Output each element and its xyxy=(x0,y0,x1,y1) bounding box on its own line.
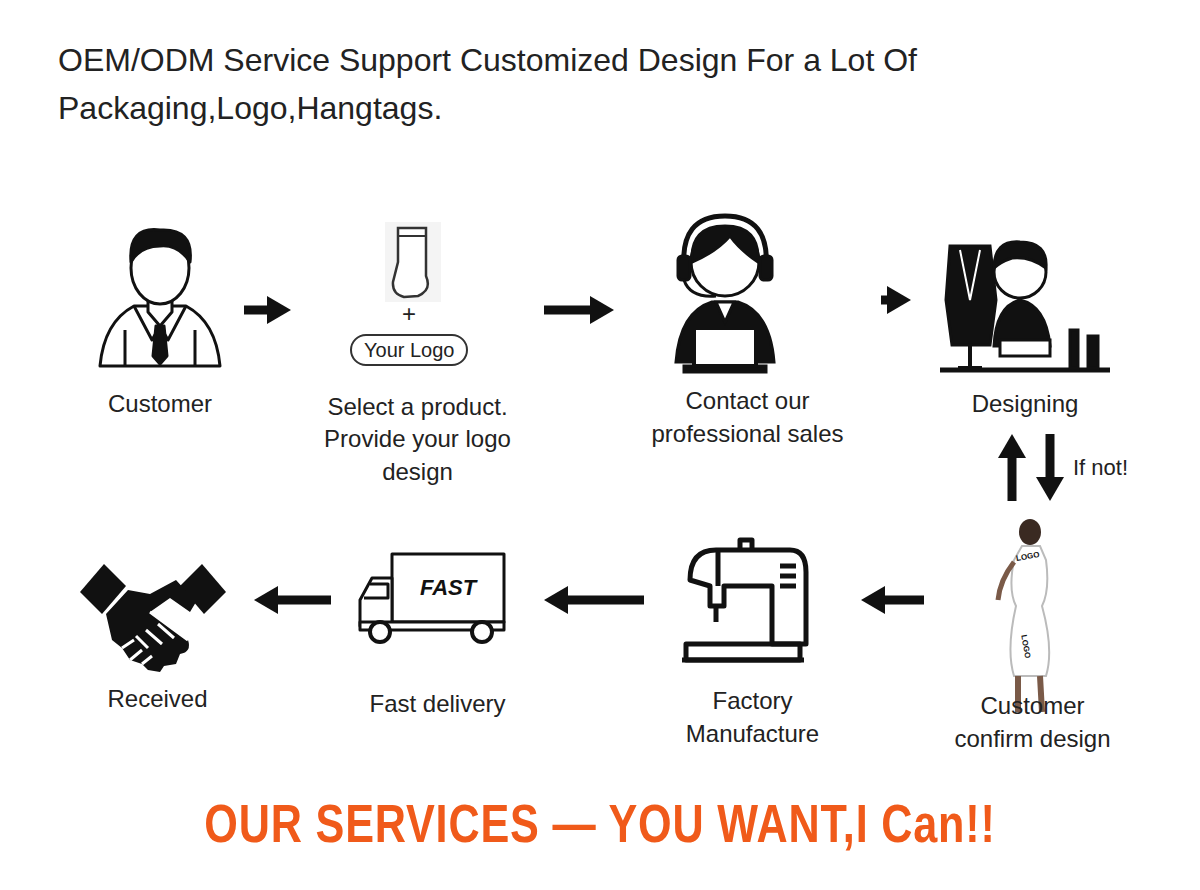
sewing-machine-icon xyxy=(740,540,752,550)
arrow-head xyxy=(1036,477,1064,501)
sock-icon xyxy=(385,222,441,302)
flow-arrow xyxy=(998,434,1026,501)
arrow-head xyxy=(267,296,291,324)
step-label: Received xyxy=(107,683,207,715)
step-label: Designing xyxy=(972,388,1079,420)
designer-icon xyxy=(946,246,996,345)
process-step: Received xyxy=(75,555,240,715)
sales-icon xyxy=(760,256,772,280)
customer-icon xyxy=(125,330,195,366)
flow-arrow xyxy=(544,296,614,324)
sewing-machine-icon xyxy=(716,550,718,622)
arrow-shaft xyxy=(1046,434,1055,481)
step-label: Factory Manufacture xyxy=(658,685,847,750)
designer-icon xyxy=(1088,336,1098,368)
truck-icon xyxy=(360,578,392,626)
edge-label: If not! xyxy=(1070,455,1131,481)
arrow-head xyxy=(254,586,278,614)
text-label: FAST xyxy=(420,575,476,601)
sales-icon xyxy=(676,216,774,372)
handshake-icon xyxy=(106,580,196,672)
flow-arrow xyxy=(544,586,644,614)
process-step: Customer xyxy=(90,225,230,420)
flow-arrow xyxy=(244,296,291,324)
arrow-shaft xyxy=(244,306,271,315)
sales-icon xyxy=(694,328,756,366)
customer-icon xyxy=(153,326,167,364)
customer-icon xyxy=(131,230,191,262)
designer-icon xyxy=(960,250,980,300)
caption: OUR SERVICES — YOU WANT,I Can!! xyxy=(120,792,1080,854)
flow-arrow xyxy=(861,586,924,614)
text-label: + xyxy=(402,300,416,328)
sales-icon xyxy=(716,302,734,322)
handshake-icon xyxy=(122,640,152,664)
dress-figure xyxy=(998,562,1014,600)
arrow-head xyxy=(544,586,568,614)
process-step: Fast delivery xyxy=(345,545,530,720)
truck-icon xyxy=(472,622,492,642)
arrow-head xyxy=(998,434,1026,458)
arrow-shaft xyxy=(274,596,331,605)
customer-icon xyxy=(100,230,220,366)
sales-icon xyxy=(678,256,690,280)
process-step: Contact our professional sales xyxy=(628,215,867,450)
designer-icon xyxy=(1070,330,1078,368)
step-label: Fast delivery xyxy=(369,688,505,720)
step-label: Contact our professional sales xyxy=(628,385,867,450)
arrow-head xyxy=(887,286,911,314)
handshake-icon xyxy=(136,612,188,648)
step-label: Customer xyxy=(108,388,212,420)
truck-icon xyxy=(392,554,504,622)
arrow-head xyxy=(861,586,885,614)
flow-arrow xyxy=(254,586,331,614)
designer-icon xyxy=(940,242,1110,370)
sales-icon xyxy=(684,366,766,372)
step-label: Customer confirm design xyxy=(938,690,1127,755)
designer-icon xyxy=(940,368,1110,373)
arrow-shaft xyxy=(544,306,594,315)
sewing-machine-icon xyxy=(682,540,806,660)
title: OEM/ODM Service Support Customized Desig… xyxy=(58,36,1068,132)
designer-icon xyxy=(1000,340,1050,356)
truck-icon xyxy=(360,554,504,642)
arrow-head xyxy=(590,296,614,324)
arrow-shaft xyxy=(881,596,924,605)
step-label: Your Logo xyxy=(364,337,454,363)
truck-icon xyxy=(370,622,390,642)
sales-icon xyxy=(684,216,767,268)
arrow-shaft xyxy=(564,596,644,605)
step-label: Select a product. Provide your logo desi… xyxy=(315,391,520,488)
dress-figure xyxy=(998,519,1049,712)
process-step: Select a product. Provide your logo desi… xyxy=(305,220,530,488)
designer-icon xyxy=(958,345,982,368)
designer-icon xyxy=(994,242,1046,268)
arrow-shaft xyxy=(1008,454,1017,501)
logo-pill: Your Logo xyxy=(350,334,468,366)
sales-icon xyxy=(692,226,758,262)
sewing-machine-icon xyxy=(780,566,796,586)
flow-arrow xyxy=(1036,434,1064,501)
handshake-icon xyxy=(80,564,226,672)
dress-figure xyxy=(1010,546,1049,676)
truck-icon xyxy=(364,584,388,598)
sock-icon xyxy=(393,228,428,297)
sock-icon xyxy=(398,235,426,237)
process-step: Factory Manufacture xyxy=(658,540,847,750)
sewing-machine-icon xyxy=(682,658,804,663)
sewing-machine-icon xyxy=(690,550,806,644)
sales-icon xyxy=(684,280,716,296)
sock-icon xyxy=(385,222,441,302)
process-step: Designing xyxy=(925,225,1125,420)
flow-arrow xyxy=(881,286,911,314)
dress-figure xyxy=(1019,519,1041,545)
